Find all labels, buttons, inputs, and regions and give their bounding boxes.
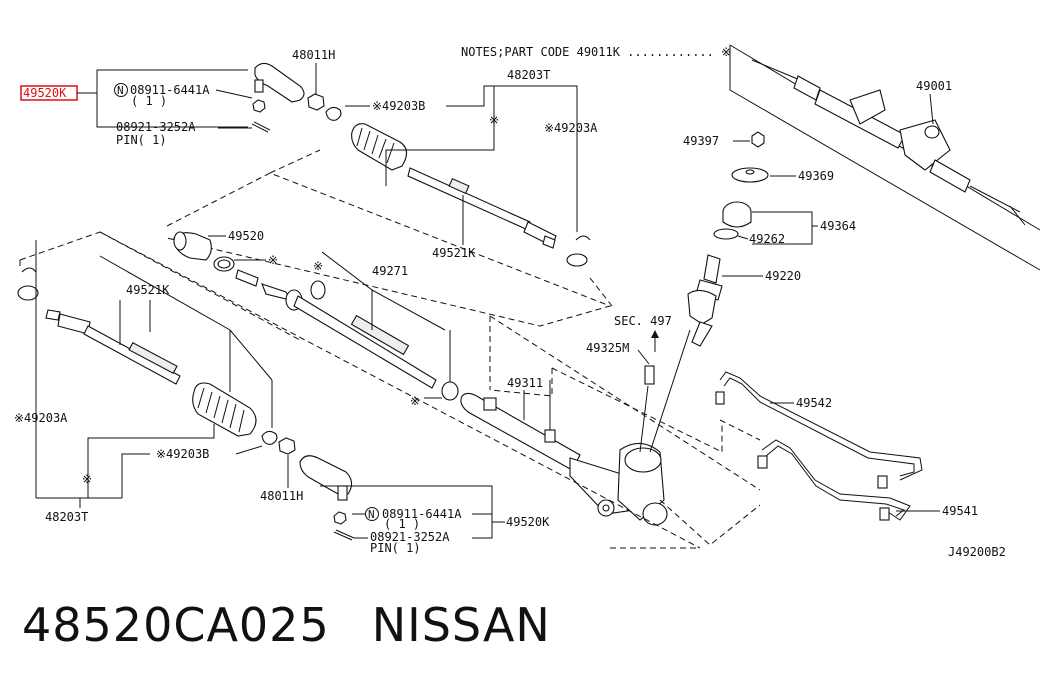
boot-bottom <box>192 382 257 437</box>
tie-rod-end-bottom <box>299 455 355 541</box>
bushing-49520 <box>173 231 212 261</box>
svg-text:※49203B: ※49203B <box>156 447 209 461</box>
svg-text:49541: 49541 <box>942 504 978 518</box>
svg-text:※: ※ <box>82 472 92 486</box>
svg-text:SEC. 497: SEC. 497 <box>614 314 672 328</box>
svg-text:48203T: 48203T <box>45 510 88 524</box>
notes-text: NOTES;PART CODE 49011K ............ ※ <box>461 45 731 59</box>
svg-text:PIN( 1): PIN( 1) <box>116 133 167 147</box>
pinion-49220 <box>687 254 723 347</box>
svg-text:49271: 49271 <box>372 264 408 278</box>
boot-top <box>351 123 408 171</box>
tie-rod-end-top <box>251 62 305 133</box>
arrow-up-icon <box>651 330 659 338</box>
svg-text:08911-6441A: 08911-6441A <box>382 507 462 521</box>
label-49520k-bottom: 49520K <box>506 515 550 529</box>
svg-text:( 1 ): ( 1 ) <box>384 517 420 531</box>
steering-gear-assembly <box>751 59 1026 226</box>
label-48203t-top: 48203T <box>507 68 550 82</box>
svg-text:※: ※ <box>268 253 278 267</box>
label-08911-top: 08911-6441A <box>130 83 210 97</box>
svg-text:08921-3252A: 08921-3252A <box>370 530 450 544</box>
svg-text:49262: 49262 <box>749 232 785 246</box>
bearing-49364 <box>722 201 752 228</box>
svg-text:49397: 49397 <box>683 134 719 148</box>
svg-text:49364: 49364 <box>820 219 856 233</box>
gear-housing-49311 <box>460 392 668 526</box>
svg-text:PIN( 1): PIN( 1) <box>370 541 421 555</box>
inner-rod-bottom <box>45 309 181 385</box>
svg-text:※49203A: ※49203A <box>544 121 598 135</box>
svg-text:49001: 49001 <box>916 79 952 93</box>
label-49521k-top: 49521K <box>432 246 476 260</box>
label-08921-top: 08921-3252A <box>116 120 196 134</box>
nut-48011h-top <box>307 93 325 111</box>
svg-text:※: ※ <box>313 259 323 273</box>
tube-49541 <box>757 439 911 521</box>
svg-text:49220: 49220 <box>765 269 801 283</box>
inner-rod-top <box>407 167 557 249</box>
svg-text:N: N <box>368 508 375 521</box>
svg-text:※49203A: ※49203A <box>14 411 68 425</box>
highlighted-part-label[interactable]: 49520K <box>23 86 67 100</box>
svg-text:( 1 ): ( 1 ) <box>131 94 167 108</box>
brand-name: NISSAN <box>371 598 551 652</box>
tube-49542 <box>715 371 923 481</box>
svg-text:※49203B: ※49203B <box>372 99 425 113</box>
circle-n-icon <box>114 83 128 97</box>
svg-text:49521K: 49521K <box>126 283 170 297</box>
part-number: 48520CA025 <box>22 598 330 652</box>
diagram-code: J49200B2 <box>948 545 1006 559</box>
label-48011h-top: 48011H <box>292 48 335 62</box>
svg-text:48011H: 48011H <box>260 489 303 503</box>
svg-text:49369: 49369 <box>798 169 834 183</box>
caption: 48520CA025 NISSAN <box>22 598 551 652</box>
svg-text:49542: 49542 <box>796 396 832 410</box>
svg-text:※: ※ <box>489 113 499 127</box>
rack-49271 <box>235 269 437 389</box>
svg-text:49325M: 49325M <box>586 341 629 355</box>
svg-text:49311: 49311 <box>507 376 543 390</box>
svg-text:49520: 49520 <box>228 229 264 243</box>
svg-text:N: N <box>117 84 124 97</box>
svg-text:※: ※ <box>410 394 420 408</box>
